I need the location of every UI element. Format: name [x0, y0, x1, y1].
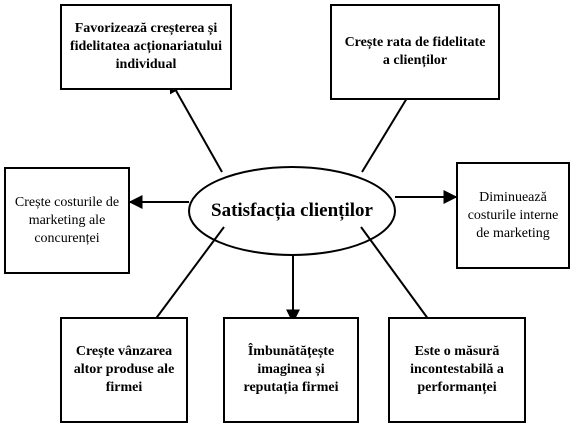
box-bot-right: Este o măsură incontestabilă a performan…: [388, 317, 526, 423]
box-mid-left: Crește costurile de marketing ale concur…: [4, 167, 130, 274]
box-bot-right-text: Este o măsură incontestabilă a performan…: [410, 344, 504, 395]
box-bot-left-text: Crește vânzarea altor produse ale firmei: [73, 344, 175, 395]
box-bot-mid-text: Îmbunătățește imaginea și reputația firm…: [243, 344, 339, 395]
box-bot-mid: Îmbunătățește imaginea și reputația firm…: [223, 317, 359, 423]
box-top-right: Crește rata de fidelitate a clienților: [330, 4, 500, 100]
box-mid-left-text: Crește costurile de marketing ale concur…: [14, 194, 120, 246]
box-top-right-text: Crește rata de fidelitate a clienților: [344, 35, 486, 68]
box-mid-right-text: Diminuează costurile interne de marketin…: [467, 189, 559, 241]
box-mid-right: Diminuează costurile interne de marketin…: [456, 162, 570, 269]
box-top-left-text: Favorizează creșterea și fidelitatea acț…: [69, 21, 223, 72]
box-bot-left: Crește vânzarea altor produse ale firmei: [60, 317, 188, 423]
arrow-to-top-left: [169, 78, 223, 173]
center-ellipse: [188, 166, 396, 256]
box-top-left: Favorizează creșterea și fidelitatea acț…: [60, 4, 232, 90]
